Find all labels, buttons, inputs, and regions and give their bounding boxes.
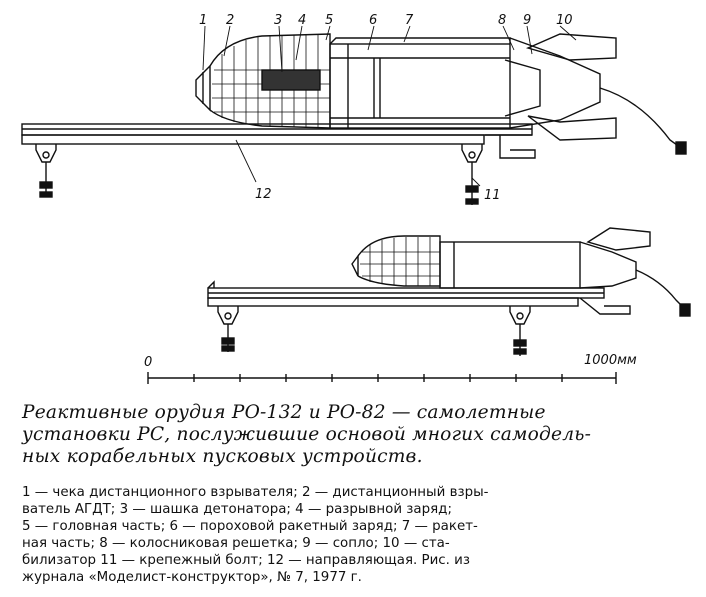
callout-3: 3 (274, 13, 282, 28)
callout-1: 1 (199, 13, 207, 28)
mount-leg-lower-right (509, 306, 531, 356)
lower-launcher (207, 227, 691, 356)
callout-6: 6 (369, 13, 377, 28)
guide-rail-lower (207, 280, 631, 315)
mount-leg-right (461, 144, 483, 205)
caption-line: Реактивные орудия РО-132 и РО-82 — самол… (22, 402, 546, 423)
legend-line: ная часть; 8 — колосниковая решетка; 9 —… (22, 536, 450, 551)
callout-10: 10 (556, 13, 573, 28)
rocket-body-lower (351, 227, 691, 317)
figure-caption: Реактивные орудия РО-132 и РО-82 — самол… (22, 402, 692, 468)
legend-line: 1 — чека дистанционного взрывателя; 2 — … (22, 485, 489, 500)
legend-line: ватель АГДТ; 3 — шашка детонатора; 4 — р… (22, 502, 452, 517)
figure-legend: 1 — чека дистанционного взрывателя; 2 — … (22, 484, 692, 586)
callout-12: 12 (255, 187, 272, 202)
mount-leg-left (35, 144, 57, 198)
callout-2: 2 (226, 13, 234, 28)
scale-zero-label: 0 (144, 355, 152, 370)
callout-11: 11 (484, 188, 501, 203)
legend-line: журнала «Моделист-конструктор», № 7, 197… (22, 570, 362, 585)
guide-rail-upper (21, 123, 536, 159)
callout-8: 8 (498, 13, 506, 28)
legend-line: 5 — головная часть; 6 — пороховой ракетн… (22, 519, 478, 534)
callout-7: 7 (405, 13, 414, 28)
caption-line: установки РС, послужившие основой многих… (22, 424, 592, 445)
scale-end-label: 1000мм (584, 353, 637, 368)
mount-leg-lower-left (217, 306, 239, 352)
legend-line: билизатор 11 — крепежный болт; 12 — напр… (22, 553, 470, 568)
launcher-drawing: 1 2 3 4 5 6 7 8 9 10 11 12 (21, 13, 691, 384)
upper-launcher: 1 2 3 4 5 6 7 8 9 10 11 12 (21, 13, 687, 205)
rocket-body-upper (195, 33, 687, 155)
callout-9: 9 (523, 13, 531, 28)
caption-line: ных корабельных пусковых устройств. (22, 446, 423, 467)
callout-5: 5 (325, 13, 333, 28)
callout-leaders-upper (202, 25, 577, 187)
scale-bar: 0 1000мм (144, 353, 637, 384)
callout-4: 4 (298, 13, 306, 28)
